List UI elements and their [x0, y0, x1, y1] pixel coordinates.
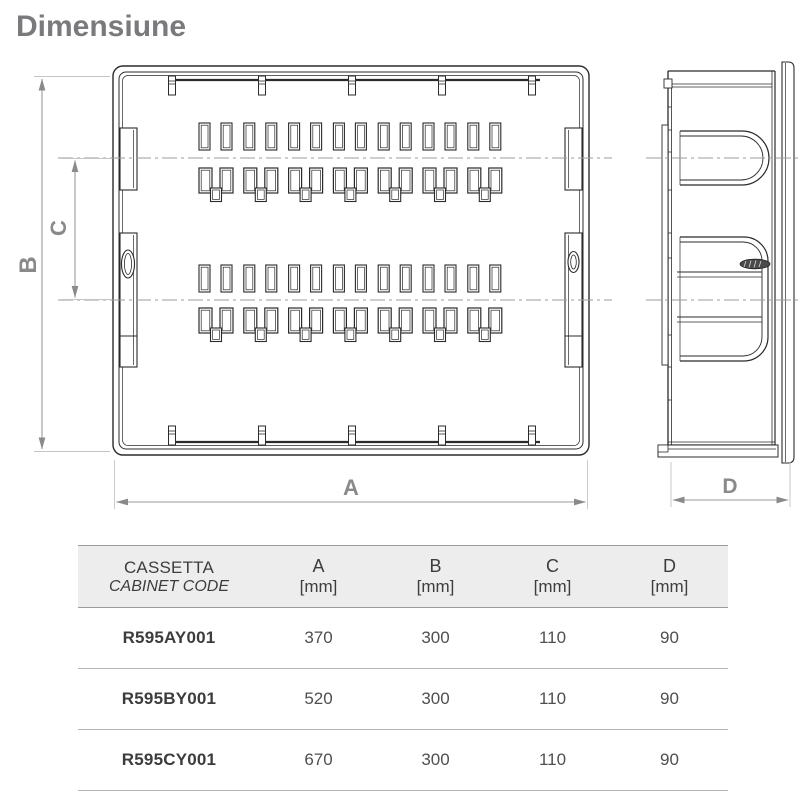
header-b-unit: [mm]: [416, 577, 455, 596]
value-a: 370: [304, 628, 333, 647]
header-a: A: [312, 556, 325, 576]
cabinet-code: R595CY001: [121, 750, 217, 769]
front-inner-border: [118, 71, 584, 450]
table-row: R595CY001 670 300 110 90: [78, 730, 728, 791]
value-b: 300: [421, 689, 450, 708]
bottom-flange: [657, 444, 779, 458]
front-outer-border: [112, 65, 590, 456]
edge-ticks: [668, 106, 672, 401]
value-b: 300: [421, 628, 450, 647]
header-cabinet-code: CASSETTA CABINET CODE: [78, 546, 260, 607]
header-cassetta: CASSETTA: [123, 557, 215, 577]
header-d: D: [663, 556, 676, 576]
value-d: 90: [660, 628, 679, 647]
left-side-tabs: [119, 127, 138, 368]
header-c: C: [546, 556, 559, 576]
header-b: B: [429, 556, 442, 576]
side-view: [646, 61, 798, 464]
header-col-b: B [mm]: [377, 546, 494, 607]
dimensions: B C A D: [15, 76, 791, 509]
cabinet-code: R595AY001: [122, 628, 216, 647]
left-rim-strip: [661, 124, 669, 366]
clip-loop-2: [677, 236, 769, 362]
front-view: [58, 65, 612, 456]
table-row: R595BY001 520 300 110 90: [78, 669, 728, 730]
value-b: 300: [421, 750, 450, 769]
header-d-unit: [mm]: [650, 577, 689, 596]
value-c: 110: [538, 628, 567, 647]
cabinet-code: R595BY001: [121, 689, 217, 708]
header-col-a: A [mm]: [260, 546, 377, 607]
value-c: 110: [538, 750, 567, 769]
header-col-d: D [mm]: [611, 546, 728, 607]
top-clip: [663, 78, 673, 89]
dim-label-A: A: [343, 475, 359, 500]
header-a-unit: [mm]: [299, 577, 338, 596]
table-row: R595AY001 370 300 110 90: [78, 608, 728, 669]
value-a: 670: [304, 750, 333, 769]
dimension-table: CASSETTA CABINET CODE A [mm] B [mm] C [m…: [78, 545, 728, 791]
page-title: Dimensiune: [16, 10, 187, 43]
header-c-unit: [mm]: [533, 577, 572, 596]
technical-drawing: B C A D: [15, 61, 798, 509]
value-a: 520: [304, 689, 333, 708]
value-d: 90: [660, 689, 679, 708]
dim-label-B: B: [15, 256, 42, 273]
keyhole-slot: [120, 249, 136, 279]
dim-label-C: C: [46, 220, 71, 236]
value-d: 90: [660, 750, 679, 769]
table-header-row: CASSETTA CABINET CODE A [mm] B [mm] C [m…: [78, 546, 728, 608]
header-col-c: C [mm]: [494, 546, 611, 607]
screw-icon: [739, 258, 771, 270]
right-side-tabs: [564, 127, 583, 368]
right-flange-strip: [781, 61, 795, 464]
keyhole-slot: [567, 250, 580, 274]
value-c: 110: [538, 689, 567, 708]
dim-label-D: D: [722, 475, 737, 498]
header-cabinet-code-en: CABINET CODE: [108, 577, 229, 595]
